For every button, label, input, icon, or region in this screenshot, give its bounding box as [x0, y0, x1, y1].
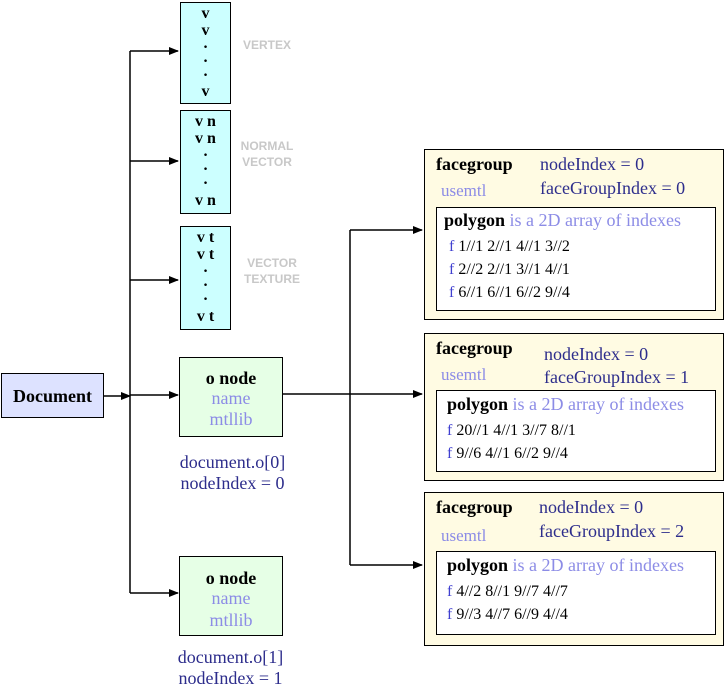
o-node-title: o node	[205, 568, 257, 588]
face-f: f	[449, 284, 455, 301]
normal-line: v n	[195, 130, 216, 147]
face-row: f 1//1 2//1 4//1 3//2	[449, 236, 570, 258]
polygon-desc: is a 2D array of indexes	[512, 555, 684, 575]
texture-side-label: TEXTURE	[243, 272, 300, 286]
o-node-mtllib: mtllib	[209, 610, 253, 630]
face-indexes: 1//1 2//1 4//1 3//2	[458, 238, 570, 255]
o-node-caption: document.o[0]	[179, 452, 286, 472]
face-row: f 9//6 4//1 6//2 9//4	[447, 443, 568, 465]
normal-side-label: VECTOR	[242, 155, 292, 169]
o-node-caption: nodeIndex = 0	[180, 473, 285, 493]
face-f: f	[447, 445, 453, 462]
facegroup-node-index: nodeIndex = 0	[540, 154, 645, 174]
document-label: Document	[13, 386, 92, 406]
o-node-box: o node name mtllib	[179, 556, 283, 636]
face-f: f	[449, 238, 455, 255]
texture-side-label: VECTOR	[247, 256, 297, 270]
vertex-dot: ·	[202, 53, 209, 70]
face-row: f 2//2 2//1 3//1 4//1	[449, 259, 570, 281]
facegroup-title: facegroup	[436, 154, 513, 174]
face-f: f	[447, 422, 453, 439]
polygon-title: polygon	[444, 210, 506, 230]
face-indexes: 9//6 4//1 6//2 9//4	[456, 445, 568, 462]
facegroup-node-index: nodeIndex = 0	[539, 497, 644, 517]
facegroup-box: facegroup usemtl nodeIndex = 0 faceGroup…	[424, 333, 724, 481]
vertex-line: v	[201, 5, 210, 22]
vertex-dot: ·	[202, 67, 209, 84]
o-node-title: o node	[205, 368, 257, 388]
facegroup-box: facegroup usemtl nodeIndex = 0 faceGroup…	[424, 149, 724, 320]
face-indexes: 2//2 2//1 3//1 4//1	[458, 261, 570, 278]
face-f: f	[447, 583, 453, 600]
normal-dot: ·	[202, 161, 209, 178]
texture-line: v t	[196, 246, 215, 263]
polygon-title: polygon	[447, 394, 509, 414]
polygon-box: polygon is a 2D array of indexes f 20//1…	[436, 390, 716, 472]
facegroup-index: faceGroupIndex = 2	[539, 521, 685, 541]
facegroup-index: faceGroupIndex = 0	[540, 178, 686, 198]
vertex-line: v	[201, 83, 210, 100]
face-indexes: 20//1 4//1 3//7 8//1	[456, 422, 576, 439]
polygon-box: polygon is a 2D array of indexes f 4//2 …	[436, 551, 716, 635]
texture-box: v t v t · · · v t	[180, 226, 231, 330]
polygon-desc: is a 2D array of indexes	[509, 210, 681, 230]
face-row: f 4//2 8//1 9//7 4//7	[447, 581, 568, 603]
face-indexes: 6//1 6//1 6//2 9//4	[458, 284, 570, 301]
vertex-line: v	[201, 22, 210, 39]
normal-line: v n	[195, 113, 216, 130]
polygon-header: polygon is a 2D array of indexes	[447, 393, 684, 415]
vertex-dot: ·	[202, 39, 209, 56]
texture-dot: ·	[202, 291, 209, 308]
vertex-side-label: VERTEX	[242, 38, 291, 52]
face-f: f	[449, 261, 455, 278]
face-row: f 9//3 4//7 6//9 4//4	[447, 604, 568, 626]
face-row: f 20//1 4//1 3//7 8//1	[447, 420, 576, 442]
texture-dot: ·	[202, 277, 209, 294]
normal-line: v n	[195, 192, 216, 209]
polygon-header: polygon is a 2D array of indexes	[444, 209, 681, 231]
polygon-desc: is a 2D array of indexes	[512, 394, 684, 414]
facegroup-box: facegroup usemtl nodeIndex = 0 faceGroup…	[424, 492, 724, 646]
o-node-name: name	[211, 388, 251, 408]
polygon-title: polygon	[447, 555, 509, 575]
facegroup-node-index: nodeIndex = 0	[544, 344, 649, 364]
o-node-name: name	[211, 588, 251, 608]
face-f: f	[447, 606, 453, 623]
normal-dot: ·	[202, 147, 209, 164]
o-node-box: o node name mtllib	[179, 357, 283, 437]
document-box: Document	[1, 373, 104, 418]
o-node-caption: document.o[1]	[177, 647, 284, 667]
texture-line: v t	[196, 308, 215, 325]
normal-dot: ·	[202, 175, 209, 192]
facegroup-usemtl: usemtl	[441, 181, 487, 200]
facegroup-title: facegroup	[436, 497, 513, 517]
face-indexes: 9//3 4//7 6//9 4//4	[456, 606, 568, 623]
o-node-caption: nodeIndex = 1	[178, 668, 283, 688]
o-node-mtllib: mtllib	[209, 409, 253, 429]
texture-dot: ·	[202, 263, 209, 280]
polygon-box: polygon is a 2D array of indexes f 1//1 …	[436, 207, 716, 311]
facegroup-usemtl: usemtl	[441, 365, 487, 384]
face-row: f 6//1 6//1 6//2 9//4	[449, 282, 570, 304]
facegroup-usemtl: usemtl	[441, 526, 487, 545]
normal-side-label: NORMAL	[240, 139, 294, 153]
vertex-box: v v · · · v	[180, 2, 231, 104]
normal-box: v n v n · · · v n	[180, 110, 231, 214]
texture-line: v t	[196, 229, 215, 246]
facegroup-index: faceGroupIndex = 1	[544, 367, 690, 387]
face-indexes: 4//2 8//1 9//7 4//7	[456, 583, 568, 600]
polygon-header: polygon is a 2D array of indexes	[447, 554, 684, 576]
facegroup-title: facegroup	[436, 338, 513, 358]
